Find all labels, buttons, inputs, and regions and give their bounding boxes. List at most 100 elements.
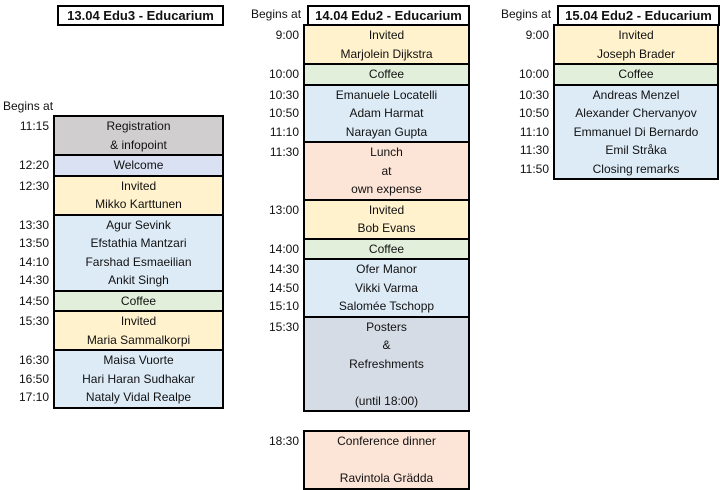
session-text [305,373,468,392]
start-time: 11:30 [269,145,299,159]
start-time: 9:00 [525,28,549,42]
session-box: Posters&Refreshments(until 18:00) [303,315,470,412]
session-text: Posters [366,319,407,334]
start-time: 15:10 [268,299,299,313]
session-text: Joseph Brader [596,46,676,61]
start-time: 16:30 [18,353,49,367]
session-text: Alexander Chervanyov [575,106,697,120]
begins-at-label: Begins at [501,7,552,21]
session-text: Invited [368,28,405,42]
session-box: Coffee [553,63,719,86]
session-text [305,451,468,470]
times-column: 12:20 [1,154,53,177]
session-box: Welcome [53,154,224,177]
start-time [1,136,49,155]
start-time: 11:10 [269,124,299,139]
session-text: Ankit Singh [108,273,169,287]
times-column: 15:30 [1,310,53,351]
session-box: Registration& infopoint [53,115,224,156]
start-time [1,331,49,350]
start-time: 10:00 [518,67,549,81]
spacer [251,412,470,432]
times-column: 11:30 [251,141,303,201]
times-column: 14:50 [1,290,53,313]
start-time: 17:10 [18,390,49,404]
start-time: 14:10 [18,254,49,269]
start-time: 11:50 [519,161,549,176]
session-text: (until 18:00) [354,393,419,408]
schedule-block-reg: 11:15 Registration& infopoint [1,115,224,156]
times-column: 10:00 [251,63,303,86]
start-time: 12:30 [18,178,49,193]
session-text: Invited [618,28,654,42]
start-time: 12:20 [18,158,49,172]
session-text: Conference dinner [337,434,436,448]
session-text: Emil Stråka [605,143,667,157]
session-text: Coffee [368,67,405,81]
times-column: 13:00 [251,199,303,240]
start-time [251,469,299,488]
start-time: 15:30 [268,319,299,334]
session-box: Coffee [303,237,470,260]
session-text: Emanuele Locatelli [335,87,438,102]
times-column: 10:00 [501,63,553,86]
session-text: Farshad Esmaeilian [85,254,192,269]
day-header: 13.04 Edu3 - Educarium [57,5,224,26]
times-column: 12:30 [1,175,53,216]
session-text: Marjolein Dijkstra [340,46,433,61]
start-time: 11:30 [519,143,549,157]
schedule-block-welcome: 12:20 Welcome [1,154,224,177]
start-time [251,219,299,238]
session-text: Welcome [113,158,164,172]
session-text: at [381,163,392,178]
session-text: Registration [106,119,171,133]
session-text: Emmanuel Di Bernardo [573,124,699,139]
start-time: 14:50 [18,293,49,308]
start-time: 14:30 [268,262,299,276]
start-time: 11:10 [519,124,549,139]
start-time: 13:00 [268,202,299,217]
times-column: 15:30 [251,316,303,413]
start-time: 11:15 [19,119,49,133]
start-time: 13:50 [18,236,49,250]
session-text: Mikko Karttunen [95,197,182,211]
day-column-1: 11:15 Registration& infopoint 12:20 Welcome… [1,115,224,409]
schedule-block-posters: 15:30 Posters&Refreshments(until 18:00) [251,315,470,413]
session-text: Efstathia Mantzari [90,236,187,250]
start-time [501,45,549,64]
start-time [251,45,299,64]
start-time: 10:00 [268,67,299,81]
session-text: Invited [120,178,157,193]
session-text: Nataly Vidal Realpe [85,390,192,404]
start-time: 18:30 [268,434,299,448]
